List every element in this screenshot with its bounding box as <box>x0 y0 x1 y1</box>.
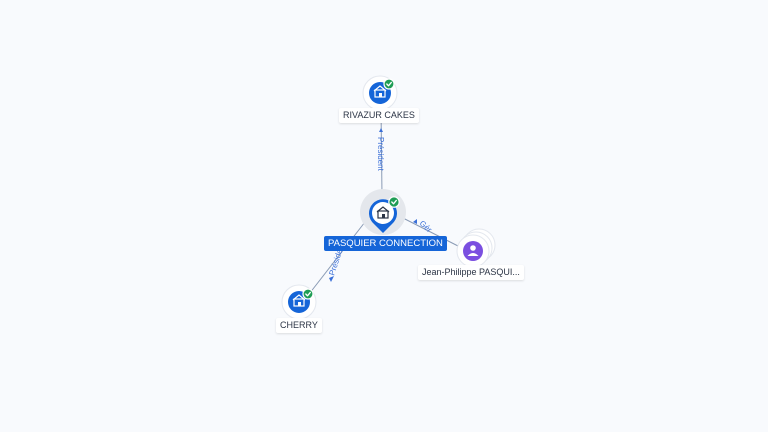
company-icon <box>373 85 387 98</box>
company-icon <box>376 206 390 219</box>
edge-rivazur-label: Président <box>376 137 385 172</box>
edge-cherry-arrow <box>329 276 334 282</box>
verified-check-icon <box>383 78 395 90</box>
verified-check-icon <box>388 196 400 208</box>
node-label-rivazur[interactable]: RIVAZUR CAKES <box>339 108 419 123</box>
node-rivazur[interactable] <box>362 75 398 111</box>
edge-person <box>398 215 461 248</box>
edge-cherry <box>305 221 366 299</box>
verified-check-icon <box>302 288 314 300</box>
edge-person-arrow <box>413 219 417 224</box>
node-person[interactable] <box>456 228 496 268</box>
person-icon <box>467 245 479 256</box>
node-label-person[interactable]: Jean-Philippe PASQUI... <box>418 265 524 280</box>
node-label-cherry[interactable]: CHERRY <box>276 318 322 333</box>
company-icon <box>292 294 306 307</box>
node-main[interactable] <box>360 189 406 235</box>
node-cherry[interactable] <box>281 284 317 320</box>
edge-rivazur-arrow <box>379 128 383 132</box>
node-label-main[interactable]: PASQUIER CONNECTION <box>324 236 447 251</box>
